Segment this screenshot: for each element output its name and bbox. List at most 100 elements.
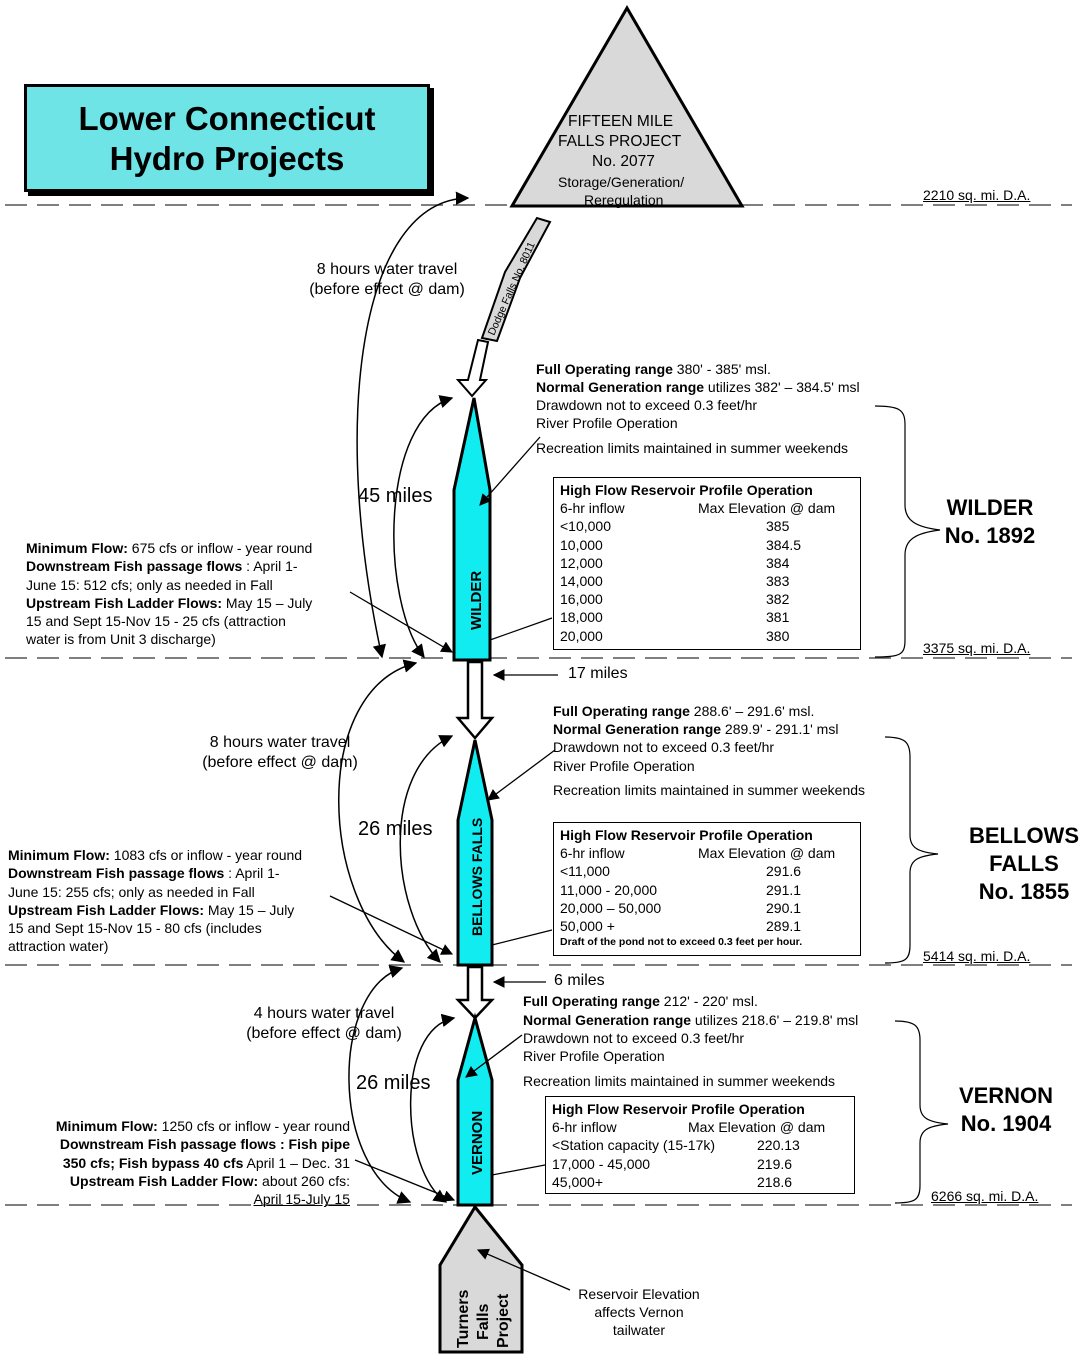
wilder-travel-arrow	[356, 191, 470, 659]
vernon-miles-arrow	[409, 1013, 456, 1203]
bellows-project-name: BELLOWS FALLS No. 1855	[960, 822, 1086, 906]
bellows-miles: 26 miles	[358, 818, 433, 840]
table-cell-elev: 220.13	[757, 1137, 800, 1154]
bellows-ops-full-label: Full Operating range	[553, 703, 690, 719]
wilder-table-col1: 6-hr inflow	[560, 500, 625, 517]
table-cell-elev: 218.6	[757, 1173, 793, 1190]
table-cell-elev: 291.6	[766, 863, 802, 880]
vernon-travel: 4 hours water travel (before effect @ da…	[234, 1004, 414, 1044]
wilder-project-name: WILDER No. 1892	[930, 494, 1050, 550]
bellows-table-pointer	[491, 929, 553, 946]
bellows-min-flow-label: Minimum Flow:	[8, 847, 110, 863]
wilder-down-flow-label: Downstream Fish passage flows	[26, 558, 243, 575]
bellows-down-flow-cont: June 15: 255 cfs; only as needed in Fall	[8, 883, 255, 900]
turners-label-2: Falls	[475, 1303, 492, 1340]
turners-label-1: Turners	[455, 1290, 472, 1348]
wilder-table-col2: Max Elevation @ dam	[698, 500, 836, 517]
bellows-travel-line-1: 8 hours water travel	[209, 734, 351, 751]
wilder-ops-full-label: Full Operating range	[536, 361, 673, 377]
table-row: 45,000+218.6	[552, 1173, 848, 1191]
vernon-table-pointer	[491, 1164, 546, 1176]
bellows-min-flow: Minimum Flow: 1083 cfs or inflow - year …	[8, 846, 302, 864]
dodge-falls-label: Dodge Falls No. 8011	[486, 240, 538, 337]
table-cell-elev: 380	[766, 627, 790, 644]
vernon-table-col1: 6-hr inflow	[552, 1119, 617, 1136]
fifteen-mile-line-2: FALLS PROJECT	[558, 133, 682, 150]
turners-falls-shape	[438, 1204, 524, 1354]
bellows-name-line-1: BELLOWS	[969, 823, 1079, 848]
vernon-travel-line-1: 4 hours water travel	[253, 1005, 395, 1022]
turners-note: Reservoir Elevation affects Vernon tailw…	[566, 1285, 712, 1339]
wilder-table-title: High Flow Reservoir Profile Operation	[560, 482, 813, 498]
vernon-down-flow-line3: 350 cfs; Fish bypass 40 cfs April 1 – De…	[26, 1154, 350, 1172]
vernon-name-line-2: No. 1904	[960, 1111, 1052, 1136]
wilder-up-flow-value: May 15 – July	[222, 594, 313, 611]
connector-arrow-bellows-vernon	[455, 965, 495, 1020]
turners-note-line-3: tailwater	[612, 1322, 666, 1338]
table-cell-elev: 291.1	[766, 881, 802, 898]
bellows-down-flow-label: Downstream Fish passage flows	[8, 865, 225, 882]
vernon-flow-pointer	[354, 1159, 456, 1202]
table-row: <Station capacity (15-17k) 220.13	[552, 1136, 848, 1154]
wilder-flow-pointer	[349, 591, 454, 653]
bellows-dam-label: BELLOWS FALLS	[469, 818, 485, 936]
vernon-flows: Minimum Flow: 1250 cfs or inflow - year …	[26, 1117, 350, 1208]
table-cell-inflow: <Station capacity (15-17k)	[552, 1137, 716, 1154]
fifteen-mile-line-5: Reregulation	[584, 192, 664, 208]
table-cell-inflow: <10,000	[560, 518, 611, 535]
wilder-down-flow-cont: June 15: 512 cfs; only as needed in Fall	[26, 576, 273, 593]
table-cell-inflow: 50,000 +	[560, 917, 615, 934]
fifteen-mile-line-3: No. 2077	[592, 153, 655, 170]
table-cell-inflow: <11,000	[560, 863, 610, 880]
bellows-dam-shape	[456, 739, 494, 967]
bellows-ops-normal-value: 289.9' - 291.1' msl	[721, 721, 839, 737]
drainage-vernon: 6266 sq. mi. D.A.	[931, 1188, 1039, 1204]
fifteen-mile-line-1: FIFTEEN MILE	[568, 113, 674, 130]
table-row: 50,000 +289.1	[560, 917, 854, 935]
wilder-min-flow: Minimum Flow: 675 cfs or inflow - year r…	[26, 539, 312, 557]
bellows-ops-normal: Normal Generation range 289.9' - 291.1' …	[553, 720, 838, 738]
wilder-down-flow: Downstream Fish passage flows : April 1-	[26, 557, 312, 575]
title-box: Lower Connecticut Hydro Projects	[24, 84, 430, 192]
title-line-2: Hydro Projects	[109, 140, 345, 177]
title-line-1: Lower Connecticut	[78, 100, 376, 137]
wilder-ops-full: Full Operating range 380' - 385' msl.	[536, 360, 771, 378]
vernon-up-flow: Upstream Fish Ladder Flow: about 260 cfs…	[26, 1172, 350, 1190]
bellows-up-flow-label: Upstream Fish Ladder Flows:	[8, 901, 205, 918]
wilder-ops-pointer	[479, 436, 541, 506]
bellows-flow-pointer	[329, 895, 454, 955]
table-cell-inflow: 12,000	[560, 554, 603, 571]
fifteen-mile-line-4: Storage/Generation/	[558, 174, 685, 190]
table-cell-elev: 381	[766, 609, 790, 626]
wilder-flow-table: High Flow Reservoir Profile Operation 6-…	[553, 477, 861, 650]
bellows-miles-arrow	[399, 735, 454, 963]
vernon-miles: 26 miles	[356, 1072, 431, 1094]
wilder-min-flow-label: Minimum Flow:	[26, 540, 128, 556]
vernon-up-flow-label: Upstream Fish Ladder Flow:	[69, 1172, 259, 1189]
vernon-ops-full-label: Full Operating range	[523, 993, 660, 1009]
vernon-dam-label: VERNON	[469, 1111, 486, 1175]
table-cell-elev: 384.5	[766, 536, 802, 553]
bellows-flows: Minimum Flow: 1083 cfs or inflow - year …	[8, 846, 302, 956]
table-cell-inflow: 17,000 - 45,000	[552, 1155, 651, 1172]
drainage-bellows: 5414 sq. mi. D.A.	[923, 948, 1031, 964]
vernon-ops-normal-value: utilizes 218.6' – 219.8' msl	[691, 1012, 859, 1028]
bellows-table-col2: Max Elevation @ dam	[698, 845, 836, 862]
vernon-ops-drawdown: Drawdown not to exceed 0.3 feet/hr	[523, 1030, 745, 1046]
wilder-dam-label: WILDER	[468, 571, 485, 630]
vernon-table-title: High Flow Reservoir Profile Operation	[552, 1101, 805, 1117]
wilder-ops-normal: Normal Generation range utilizes 382' – …	[536, 378, 860, 396]
table-cell-inflow: 14,000	[560, 572, 603, 589]
vernon-ops-profile: River Profile Operation	[523, 1048, 665, 1064]
seg-6-label: 6 miles	[554, 972, 605, 989]
turners-label-3: Project	[495, 1293, 512, 1348]
wilder-flows: Minimum Flow: 675 cfs or inflow - year r…	[26, 539, 312, 649]
bellows-min-flow-value: 1083 cfs or inflow - year round	[109, 847, 303, 863]
vernon-down-flow: Downstream Fish passage flows : Fish pip…	[59, 1136, 350, 1153]
vernon-min-flow: Minimum Flow: 1250 cfs or inflow - year …	[26, 1117, 350, 1135]
bellows-ops-full-value: 288.6' – 291.6' msl.	[689, 703, 815, 719]
